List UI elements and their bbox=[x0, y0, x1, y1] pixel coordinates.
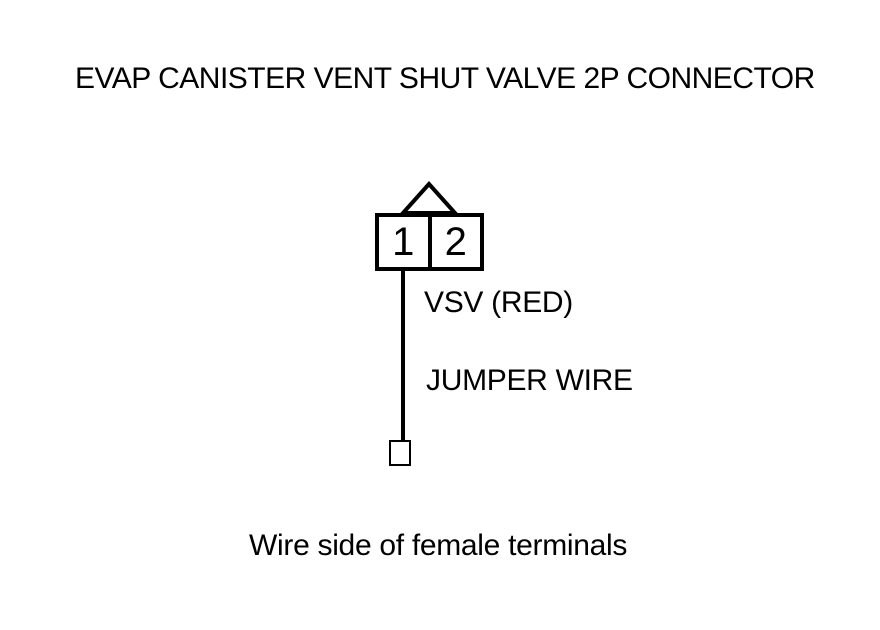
pin-cell-1: 1 bbox=[379, 217, 432, 267]
connector-lock-tab-icon bbox=[398, 181, 460, 215]
jumper-wire-terminal bbox=[389, 440, 411, 466]
pin-number-2: 2 bbox=[444, 220, 467, 264]
connector-body: 1 2 bbox=[375, 213, 484, 271]
jumper-wire-line bbox=[401, 269, 405, 440]
page-title: EVAP CANISTER VENT SHUT VALVE 2P CONNECT… bbox=[75, 62, 815, 95]
wire-color-label: VSV (RED) bbox=[424, 286, 573, 319]
pin-number-1: 1 bbox=[392, 220, 415, 264]
jumper-wire-label: JUMPER WIRE bbox=[426, 364, 633, 397]
pin-cell-2: 2 bbox=[432, 217, 481, 267]
caption: Wire side of female terminals bbox=[249, 529, 628, 562]
